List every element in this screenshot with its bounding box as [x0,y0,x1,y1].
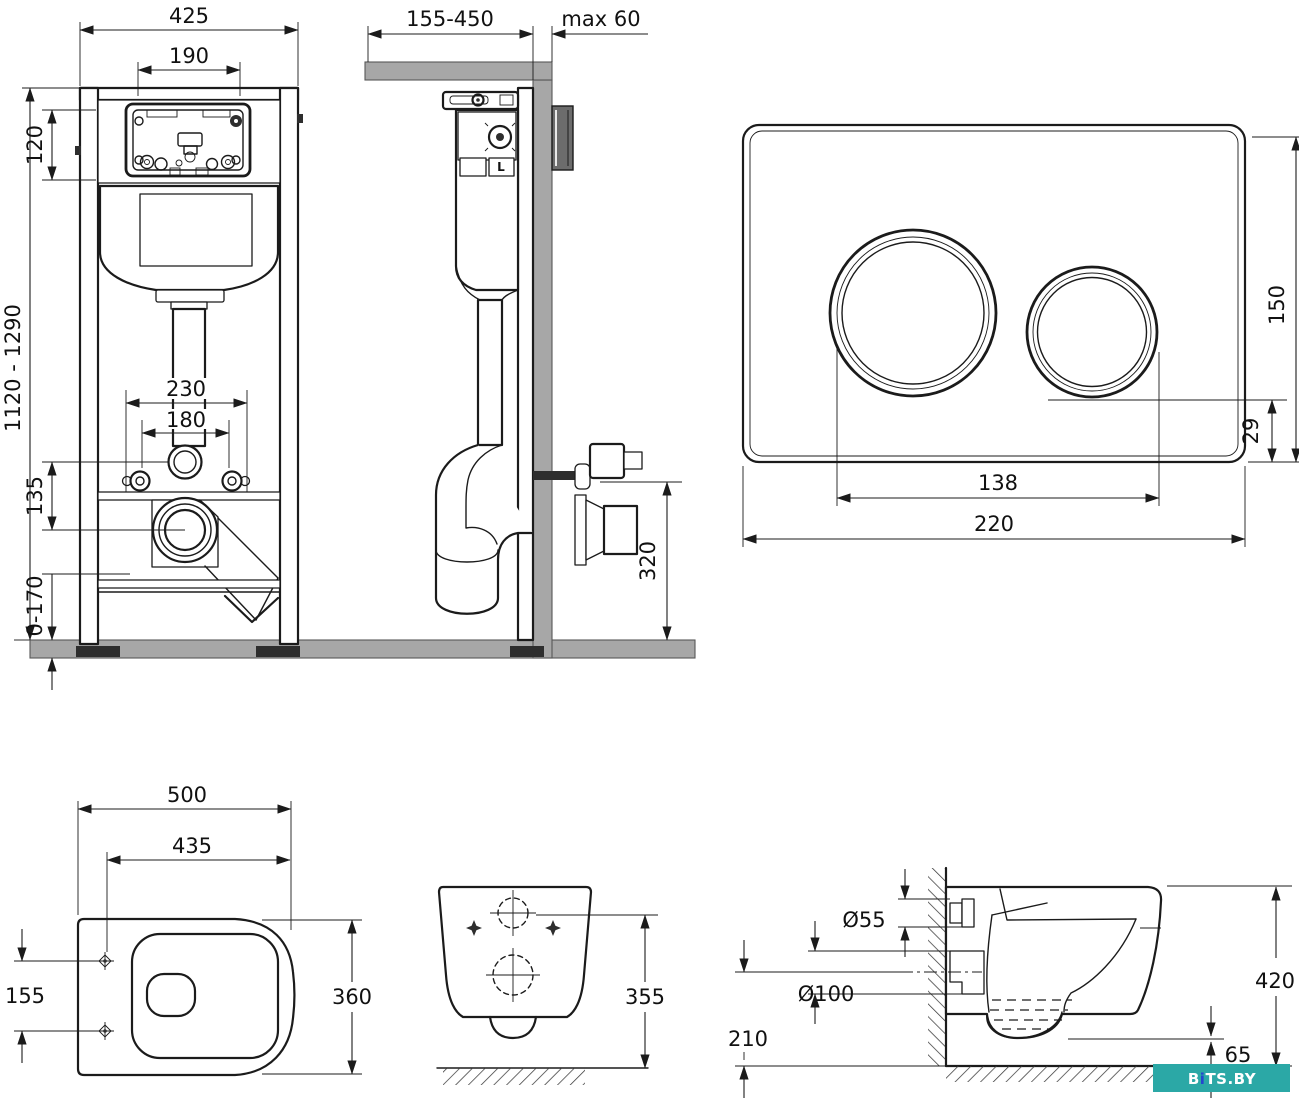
flush-rod [533,471,577,480]
mount-point-mark [545,920,561,936]
frame-side-foot [510,646,544,657]
cistern-valve-label: L [497,160,505,174]
concealed-cistern-side: L [454,108,520,447]
dim-bowl-hole-depth: 435 [172,834,212,858]
dim-bowl-depth: 500 [167,783,207,807]
dim-foot-adjust: 0-170 [23,575,47,636]
dim-outlet-height: 320 [636,541,660,581]
dim-bowl-hole-span: 155 [5,984,45,1008]
dim-wall-max: max 60 [561,7,640,31]
frame-front-view: 425 190 1120 - 1290 120 135 0-170 [1,4,303,690]
frame-left-rail [78,86,100,646]
wall-strip [532,79,553,659]
frame-foot-right [256,646,300,657]
drain-funnel [223,594,280,624]
frame-right-rail [278,86,300,646]
dim-button-span: 138 [978,471,1018,495]
bowl-top-view: 500 435 155 360 [5,783,372,1077]
bottom-bar [97,579,281,589]
flush-pipe-side [476,298,504,447]
flush-connector-side [949,898,975,928]
fixing-bolt-right [221,470,251,492]
dim-frame-opening: 190 [169,44,209,68]
dim-drain-connector-dia: Ø100 [798,982,855,1006]
watermark: BiTS.BY [1153,1064,1290,1092]
flush-gasket [574,463,591,490]
dim-fixing-inner: 180 [166,408,206,432]
drain-hole [486,948,540,1002]
access-panel [124,102,252,178]
mount-hole-mark [96,952,114,970]
mount-point-mark [466,920,482,936]
wall-bracket [551,105,574,171]
dim-frame-width: 425 [169,4,209,28]
frame-front-dimensions: 425 190 1120 - 1290 120 135 0-170 [1,4,299,690]
bowl-top-dimensions: 500 435 155 360 [5,783,372,1075]
dim-rear-height: 355 [625,985,665,1009]
dim-panel-height: 120 [23,125,47,165]
drain-outlet-side [602,504,639,556]
dim-plate-width: 220 [974,512,1014,536]
concealed-cistern-front [98,184,280,448]
bowl-side-view: Ø55 Ø100 210 420 65 [728,866,1295,1098]
hanger-bracket [441,90,520,111]
frame-side-view: L 155-450 max 60 [364,7,682,659]
ground-hatch-side [946,1066,1182,1082]
flush-plate-dimensions: 150 29 138 220 [742,136,1299,547]
frame-post [516,86,535,642]
dim-frame-height-range: 1120 - 1290 [1,304,25,432]
bowl-opening [145,972,197,1018]
watermark-part3: TS.BY [1205,1070,1256,1088]
rail-lug [75,146,81,155]
top-support-rail [364,61,553,81]
drain-bump [488,1015,538,1040]
bowl-lip [986,1011,1063,1039]
mount-hole-mark [96,1022,114,1040]
frame-top-bar [78,86,300,102]
ground-hatch-rear [436,1067,649,1085]
watermark-part2: i [1200,1070,1206,1088]
flush-pipe-outlet [167,444,203,480]
flush-outlet [588,442,626,480]
dim-drain-height: 210 [728,1027,768,1051]
wall-connectors [533,442,643,566]
frame-foot-left [76,646,120,657]
flush-plate-view: 150 29 138 220 [741,123,1299,547]
flush-outlet-end [623,451,643,470]
frame-side-dimensions: 155-450 max 60 320 [367,7,682,641]
dim-flush-connector-dia: Ø55 [842,908,885,932]
bowl-rear-dimensions: 355 [536,914,665,1069]
watermark-background [1153,1064,1290,1092]
fixing-bolt-left [121,470,151,492]
flush-bend-collar [155,289,225,303]
dim-lip-drop: 65 [1225,1043,1252,1067]
dim-plate-height: 150 [1265,285,1289,325]
small-flush-button[interactable] [1025,265,1159,399]
bowl-outline-top [76,917,296,1077]
water-level [990,999,1072,1030]
drain-outlet-front [151,496,279,621]
dim-fixing-outer: 230 [166,377,206,401]
bowl-outline-rear [437,885,593,1019]
large-flush-button[interactable] [828,228,998,398]
flush-hole [490,890,536,936]
wall-hatch [928,868,946,1066]
dim-bowl-width: 360 [332,985,372,1009]
bowl-rear-view: 355 [436,885,665,1085]
watermark-part1: B [1188,1070,1200,1088]
drain-flange [574,494,587,566]
rail-lug [297,114,303,123]
dim-depth-range: 155-450 [406,7,494,31]
dim-drain-offset: 135 [23,476,47,516]
dim-plate-edge-offset: 29 [1239,418,1263,445]
dim-total-height: 420 [1255,969,1295,993]
watermark-text: BiTS.BY [1188,1070,1257,1088]
drain-siphon [434,443,533,615]
seat-ring [130,932,280,1060]
